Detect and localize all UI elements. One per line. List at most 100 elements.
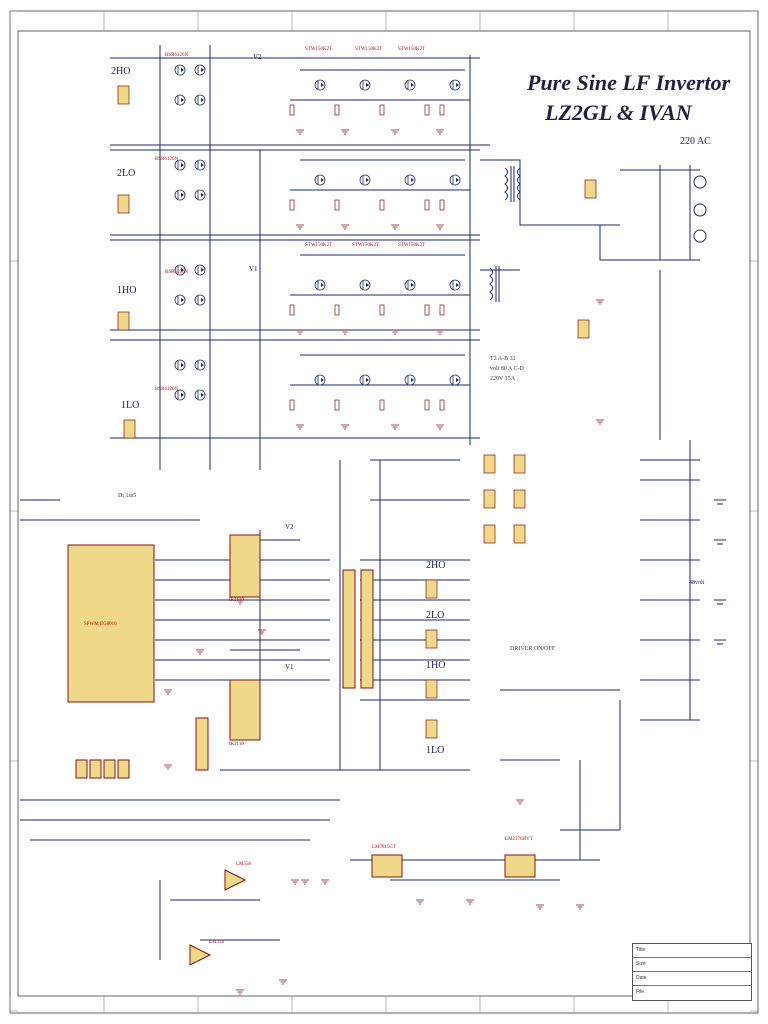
connector-block bbox=[425, 629, 438, 649]
ground-symbol bbox=[436, 424, 444, 430]
ground-symbol bbox=[164, 689, 172, 695]
driver-section-label: DRIVER ON/OFF bbox=[510, 646, 556, 652]
ground-symbol bbox=[391, 224, 399, 230]
regulator-label-1: LM7815CT bbox=[372, 845, 396, 850]
connector-block bbox=[117, 194, 130, 214]
connector-block bbox=[584, 179, 597, 199]
ground-symbol bbox=[341, 129, 349, 135]
dip-switches bbox=[75, 759, 130, 779]
mosfet-symbol bbox=[194, 64, 206, 76]
transistor-label-a: BSR6126N bbox=[165, 53, 189, 58]
ground-symbol bbox=[279, 979, 287, 985]
mosfet-symbol bbox=[174, 94, 186, 106]
ground-symbol bbox=[296, 129, 304, 135]
mosfet-symbol bbox=[174, 294, 186, 306]
ground-symbol bbox=[296, 329, 304, 335]
transistor-label-d: BSR6126N bbox=[155, 387, 179, 392]
mosfet-symbol bbox=[174, 159, 186, 171]
mosfet-symbol bbox=[359, 279, 371, 291]
mosfet-symbol bbox=[174, 389, 186, 401]
regulator-7815 bbox=[371, 854, 403, 878]
net-label-battery: 48volt bbox=[689, 580, 705, 586]
connector-block bbox=[513, 524, 526, 544]
connector-block bbox=[483, 524, 496, 544]
battery-symbol bbox=[714, 539, 726, 545]
mosfet-symbol bbox=[449, 79, 461, 91]
mosfet-label-f: STW150K2T bbox=[398, 243, 426, 248]
frame-zone-ticks bbox=[9, 10, 758, 1013]
ground-symbol bbox=[196, 649, 204, 655]
mosfet-symbol bbox=[194, 94, 206, 106]
driver-ic-bottom-label: IR2110 bbox=[229, 742, 244, 747]
transistor-label-b: BSR6126N bbox=[155, 157, 179, 162]
resistor-symbol bbox=[424, 399, 430, 411]
resistor-symbol bbox=[289, 399, 295, 411]
resistor-symbol bbox=[379, 399, 385, 411]
resistor-symbol bbox=[334, 104, 340, 116]
ground-symbol bbox=[341, 224, 349, 230]
header-right bbox=[360, 569, 374, 689]
ground-symbol bbox=[416, 899, 424, 905]
mosfet-symbol bbox=[194, 189, 206, 201]
title-block-date: Date bbox=[633, 972, 751, 986]
mosfet-symbol bbox=[404, 174, 416, 186]
ground-symbol bbox=[296, 424, 304, 430]
connector-block bbox=[117, 85, 130, 105]
resistor-symbol bbox=[334, 199, 340, 211]
connector-block bbox=[123, 419, 136, 439]
resistor-symbol bbox=[439, 199, 445, 211]
ground-symbol bbox=[258, 629, 266, 635]
ground-symbol bbox=[596, 419, 604, 425]
mosfet-symbol bbox=[314, 79, 326, 91]
ground-symbol bbox=[291, 879, 299, 885]
ac-outlets bbox=[693, 175, 707, 243]
net-label-2ho: 2HO bbox=[111, 66, 131, 77]
transformer-note-1: T2 A-B 32 bbox=[490, 356, 516, 362]
transformer-note-3: 220V 15A bbox=[490, 376, 516, 382]
title-block-title: Title bbox=[633, 944, 751, 958]
mosfet-symbol bbox=[194, 294, 206, 306]
opamp-2 bbox=[189, 944, 212, 966]
ground-symbol bbox=[391, 329, 399, 335]
mcu-chip bbox=[67, 544, 155, 703]
driver-ic-bottom bbox=[229, 679, 261, 741]
opamp-1 bbox=[224, 869, 247, 891]
resistor-symbol bbox=[334, 304, 340, 316]
ground-symbol bbox=[466, 899, 474, 905]
net-label-2ho-lower: 2HO bbox=[426, 560, 446, 571]
resistor-symbol bbox=[439, 104, 445, 116]
title-block-size: Size bbox=[633, 958, 751, 972]
mosfet-symbol bbox=[449, 279, 461, 291]
mcu-label: SPWM EG8010 bbox=[84, 622, 117, 627]
connector-block bbox=[425, 679, 438, 699]
ground-symbol bbox=[341, 329, 349, 335]
resistor-symbol bbox=[439, 304, 445, 316]
connector-block bbox=[425, 579, 438, 599]
opamp-label-2: LM358 bbox=[209, 940, 224, 945]
net-label-v1: V1 bbox=[249, 265, 258, 273]
mosfet-symbol bbox=[359, 79, 371, 91]
ground-symbol bbox=[391, 424, 399, 430]
resistor-symbol bbox=[379, 304, 385, 316]
battery-symbol bbox=[714, 639, 726, 645]
ground-symbol bbox=[301, 879, 309, 885]
mosfet-symbol bbox=[174, 64, 186, 76]
battery-symbol bbox=[714, 499, 726, 505]
mosfet-symbol bbox=[194, 389, 206, 401]
resistor-symbol bbox=[289, 104, 295, 116]
mosfet-symbol bbox=[194, 264, 206, 276]
ground-symbol bbox=[436, 129, 444, 135]
resistor-symbol bbox=[379, 104, 385, 116]
mosfet-symbol bbox=[404, 279, 416, 291]
resistor-symbol bbox=[289, 199, 295, 211]
net-label-2lo: 2LO bbox=[117, 168, 136, 179]
inner-frame bbox=[17, 30, 751, 997]
status-led-label: Dt 1ss5 bbox=[118, 493, 137, 499]
ground-symbol bbox=[536, 904, 544, 910]
mosfet-symbol bbox=[174, 189, 186, 201]
connector-block bbox=[577, 319, 590, 339]
mosfet-label-b: STW150K2T bbox=[355, 47, 383, 52]
net-label-1lo: 1LO bbox=[121, 400, 140, 411]
mosfet-label-d: STW150K2T bbox=[305, 243, 333, 248]
net-label-2lo-lower: 2LO bbox=[426, 610, 445, 621]
